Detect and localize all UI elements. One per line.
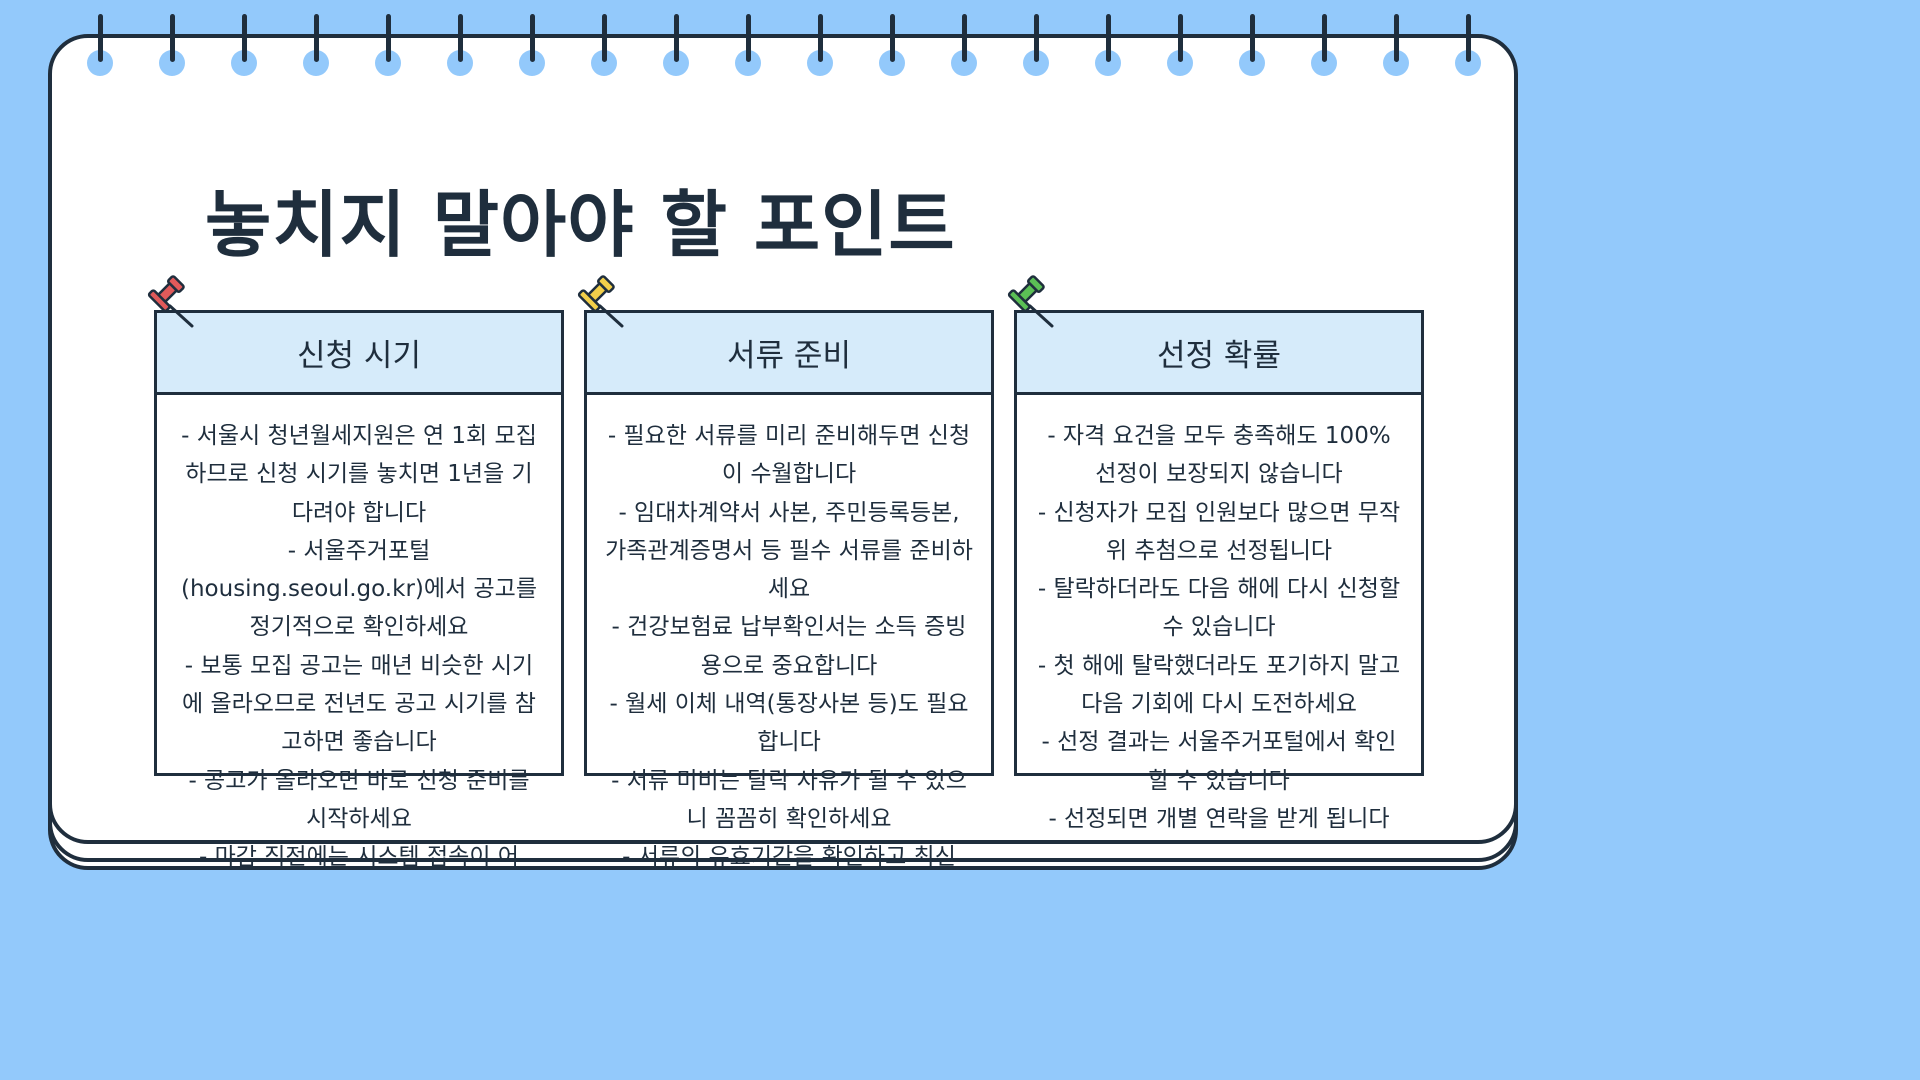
- card-selection-probability: 선정 확률 - 자격 요건을 모두 충족해도 100% 선정이 보장되지 않습니…: [1014, 310, 1424, 832]
- binding-wire: [170, 14, 175, 62]
- binding-wire: [242, 14, 247, 62]
- binding-ring: [807, 14, 837, 76]
- card-line: - 서류 미비는 탈락 사유가 될 수 있으니 꼼꼼히 확인하세요: [611, 767, 967, 832]
- binding-ring: [879, 14, 909, 76]
- card-line: - 임대차계약서 사본, 주민등록등본, 가족관계증명서 등 필수 서류를 준비…: [605, 499, 973, 603]
- card-line: - 탈락하더라도 다음 해에 다시 신청할 수 있습니다: [1037, 576, 1401, 641]
- binding-ring: [1023, 14, 1053, 76]
- binding-ring: [1095, 14, 1125, 76]
- card-line: - 필요한 서류를 미리 준비해두면 신청이 수월합니다: [607, 423, 971, 488]
- green-pushpin-icon: [1007, 275, 1054, 328]
- binding-ring: [591, 14, 621, 76]
- binding-wire: [1466, 14, 1471, 62]
- card-body: - 자격 요건을 모두 충족해도 100% 선정이 보장되지 않습니다 - 신청…: [1017, 395, 1421, 838]
- card-line: - 서울시 청년월세지원은 연 1회 모집하므로 신청 시기를 놓치면 1년을 …: [181, 423, 537, 526]
- binding-ring: [303, 14, 333, 76]
- card-line: - 선정되면 개별 연락을 받게 됩니다: [1048, 805, 1390, 832]
- binding-wire: [818, 14, 823, 62]
- binding-ring: [1239, 14, 1269, 76]
- card-body: - 서울시 청년월세지원은 연 1회 모집하므로 신청 시기를 놓치면 1년을 …: [157, 395, 561, 877]
- slide: 놓치지 말아야 할 포인트 신청 시기 - 서울시 청년월세지원은 연 1회 모…: [48, 14, 1518, 870]
- card-heading: 신청 시기: [157, 313, 561, 395]
- binding-wire: [602, 14, 607, 62]
- card-document-preparation: 서류 준비 - 필요한 서류를 미리 준비해두면 신청이 수월합니다 - 임대차…: [584, 310, 994, 870]
- binding-ring: [375, 14, 405, 76]
- binding-ring: [447, 14, 477, 76]
- card-application-timing: 신청 시기 - 서울시 청년월세지원은 연 1회 모집하므로 신청 시기를 놓치…: [154, 310, 564, 870]
- binding-ring: [1311, 14, 1341, 76]
- red-pushpin-icon: [147, 275, 194, 328]
- card-line: - 마감 직전에는 시스템 접속이 어: [199, 844, 519, 871]
- binding-ring: [951, 14, 981, 76]
- binding-ring: [519, 14, 549, 76]
- binding-wire: [314, 14, 319, 62]
- card-heading: 선정 확률: [1017, 313, 1421, 395]
- binding-wire: [1106, 14, 1111, 62]
- card-body: - 필요한 서류를 미리 준비해두면 신청이 수월합니다 - 임대차계약서 사본…: [587, 395, 991, 877]
- card-line: - 서류의 유효기간을 확인하고 최신: [622, 844, 956, 871]
- binding-wire: [386, 14, 391, 62]
- binding-wire: [98, 14, 103, 62]
- binding-wire: [1034, 14, 1039, 62]
- card-line: - 월세 이체 내역(통장사본 등)도 필요합니다: [609, 691, 969, 756]
- card-line: - 서울주거포털(housing.seoul.go.kr)에서 공고를 정기적으…: [181, 537, 537, 641]
- binding-wire: [530, 14, 535, 62]
- binding-ring: [87, 14, 117, 76]
- binding-ring: [663, 14, 693, 76]
- binding-ring: [1455, 14, 1485, 76]
- binding-wire: [962, 14, 967, 62]
- card-line: - 공고가 올라오면 바로 신청 준비를 시작하세요: [188, 767, 530, 832]
- card-line: - 선정 결과는 서울주거포털에서 확인할 수 있습니다: [1041, 729, 1397, 794]
- card-line: - 자격 요건을 모두 충족해도 100% 선정이 보장되지 않습니다: [1047, 423, 1391, 488]
- binding-wire: [1322, 14, 1327, 62]
- card-line: - 건강보험료 납부확인서는 소득 증빙용으로 중요합니다: [611, 614, 967, 679]
- card-heading: 서류 준비: [587, 313, 991, 395]
- yellow-pushpin-icon: [577, 275, 624, 328]
- binding-wire: [890, 14, 895, 62]
- binding-ring: [735, 14, 765, 76]
- binding-ring: [231, 14, 261, 76]
- binding-ring: [159, 14, 189, 76]
- binding-wire: [458, 14, 463, 62]
- card-line: - 신청자가 모집 인원보다 많으면 무작위 추첨으로 선정됩니다: [1037, 499, 1401, 564]
- binding-ring: [1383, 14, 1413, 76]
- card-line: - 첫 해에 탈락했더라도 포기하지 말고 다음 기회에 다시 도전하세요: [1037, 652, 1401, 718]
- card-line: - 보통 모집 공고는 매년 비슷한 시기에 올라오므로 전년도 공고 시기를 …: [182, 652, 536, 756]
- binding-wire: [1250, 14, 1255, 62]
- binding-wire: [1178, 14, 1183, 62]
- binding-ring: [1167, 14, 1197, 76]
- binding-wire: [674, 14, 679, 62]
- page-title: 놓치지 말아야 할 포인트: [205, 183, 956, 267]
- binding-wire: [1394, 14, 1399, 62]
- binding-wire: [746, 14, 751, 62]
